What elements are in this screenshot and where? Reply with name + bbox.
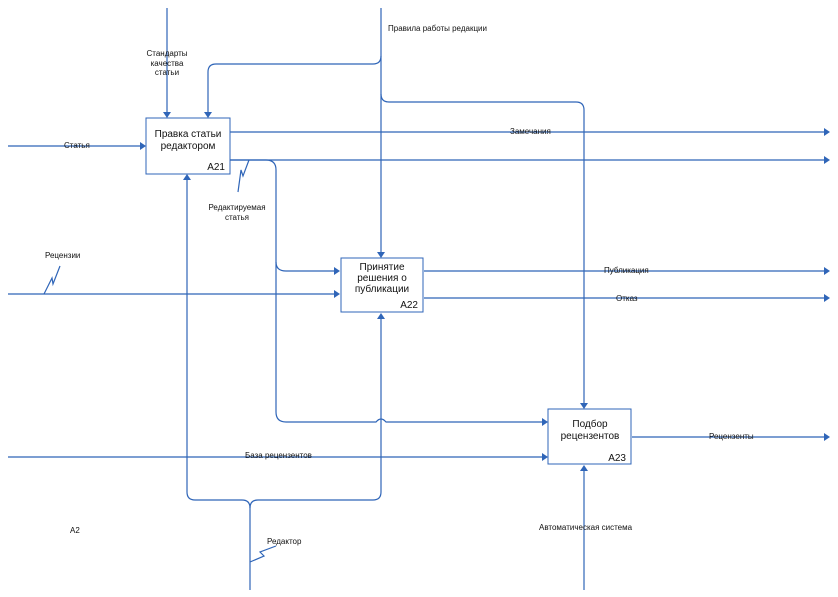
label-remarks: Замечания [510, 127, 551, 136]
label-rejection: Отказ [616, 294, 638, 303]
editor-mechanism-line [186, 180, 251, 590]
box-a21-number: A21 [207, 162, 225, 173]
box-a23-title-line1: Подбор [572, 418, 608, 430]
label-editor: Редактор [267, 537, 302, 546]
rejection-arrowhead [824, 294, 830, 302]
label-reviewer-db: База рецензентов [245, 451, 312, 460]
label-publication: Публикация [604, 266, 649, 275]
box-a22-title-line1: Принятие [360, 262, 405, 273]
remarks-arrowhead [824, 128, 830, 136]
editor-a22-line [249, 318, 382, 509]
box-a22-number: A22 [400, 300, 418, 311]
label-rules: Правила работы редакции [388, 24, 487, 33]
editor-a22-arrowhead [377, 313, 385, 319]
edited-a22-arrowhead [334, 267, 340, 275]
auto-system-arrowhead [580, 465, 588, 471]
standards-arrowhead [163, 112, 171, 118]
box-a21-title-line1: Правка статьи [155, 129, 222, 140]
box-a21-title-line2: редактором [161, 141, 216, 152]
reviewers-arrowhead [824, 433, 830, 441]
arrow-labels: Стандарты качества статьи Правила работы… [45, 24, 754, 546]
box-a23-number: A23 [608, 453, 626, 464]
label-standards-line1: Стандарты [146, 49, 187, 58]
box-a22-title-line2: решения о [357, 273, 407, 284]
edited-a23-line [275, 262, 542, 423]
reviews-squiggle [43, 265, 61, 295]
edited-a23-arrowhead [542, 418, 548, 426]
label-edited-article-line2: статья [225, 213, 249, 222]
connector-lines [8, 8, 830, 590]
rules-branch-a21 [207, 55, 382, 112]
edited-article-branch [230, 159, 334, 272]
rules-a21-arrowhead [204, 112, 212, 118]
edited-article-squiggle [237, 159, 250, 193]
label-reviewers: Рецензенты [709, 432, 754, 441]
label-edited-article-line1: Редактируемая [208, 203, 265, 212]
article-arrowhead [140, 142, 146, 150]
activity-box-a23[interactable]: Подбор рецензентов A23 [547, 408, 632, 465]
reviews-arrowhead [334, 290, 340, 298]
activity-box-a22[interactable]: Принятие решения о публикации A22 [340, 257, 424, 313]
editor-a21-arrowhead [183, 174, 191, 180]
edited-article-arrowhead [824, 156, 830, 164]
rules-branch-a23 [380, 93, 585, 404]
label-standards-line3: статьи [155, 68, 179, 77]
reviewer-db-arrowhead [542, 453, 548, 461]
box-a22-title-line3: публикации [355, 283, 409, 295]
label-article: Статья [64, 141, 90, 150]
diagram-code: A2 [70, 526, 80, 535]
label-auto-system: Автоматическая система [539, 523, 633, 532]
rules-a23-arrowhead [580, 403, 588, 409]
activity-box-a21[interactable]: Правка статьи редактором A21 [145, 117, 231, 175]
rules-a22-arrowhead [377, 252, 385, 258]
label-reviews: Рецензии [45, 251, 80, 260]
editor-squiggle [249, 545, 277, 563]
label-standards-line2: качества [151, 59, 184, 68]
box-a23-title-line2: рецензентов [561, 431, 620, 442]
publication-arrowhead [824, 267, 830, 275]
